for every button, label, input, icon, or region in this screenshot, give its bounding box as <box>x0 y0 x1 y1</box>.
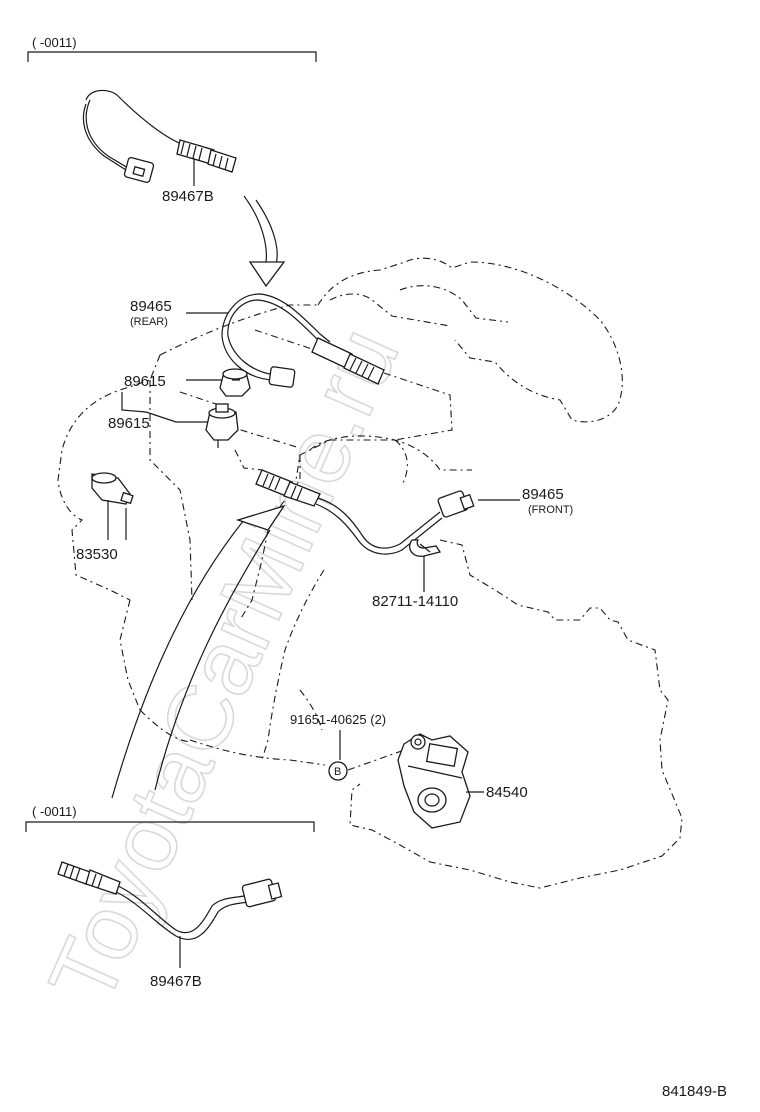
knock-sensor-upper <box>219 368 251 397</box>
neutral-switch-part: 84540 <box>486 784 528 801</box>
bolt-part: 91651-40625 (2) <box>290 712 386 727</box>
bottom-part-label: 89467B <box>150 973 202 990</box>
front-sensor-note: (FRONT) <box>528 504 573 516</box>
temp-switch-part: 83530 <box>76 546 118 563</box>
diagram-code: 841849-B <box>662 1083 727 1100</box>
rear-sensor-part: 89465 <box>130 298 172 315</box>
top-range-label: ( -0011) <box>32 35 77 50</box>
front-sensor-part: 89465 <box>522 486 564 503</box>
bottom-arrow <box>111 504 286 799</box>
bolt-to-switch-line <box>347 747 411 771</box>
transmission-outline <box>139 539 683 889</box>
temperature-switch <box>91 472 134 505</box>
front-oxygen-sensor <box>255 469 475 555</box>
knock-sensor-b-part: 89615 <box>108 415 150 432</box>
rear-sensor-note: (REAR) <box>130 316 168 328</box>
top-oxygen-sensor-89467b <box>82 89 237 183</box>
knock-sensor-a-part: 89615 <box>124 373 166 390</box>
knock-sensor-lower <box>205 403 239 448</box>
bottom-range-label: ( -0011) <box>32 804 77 819</box>
rear-oxygen-sensor <box>221 293 385 388</box>
bolt-marker-letter: B <box>334 766 341 778</box>
top-arrow <box>243 195 286 288</box>
neutral-start-switch <box>397 733 471 829</box>
top-part-label: 89467B <box>162 188 214 205</box>
wire-clamp <box>409 539 442 557</box>
top-year-bracket <box>27 51 317 62</box>
bottom-year-bracket <box>25 821 315 832</box>
knock-sensor-b-leader <box>121 392 208 423</box>
clamp-part: 82711-14110 <box>372 593 458 610</box>
bolt-marker: B <box>328 761 348 781</box>
bottom-oxygen-sensor-89467b <box>57 861 283 941</box>
engine-outline <box>57 257 623 711</box>
